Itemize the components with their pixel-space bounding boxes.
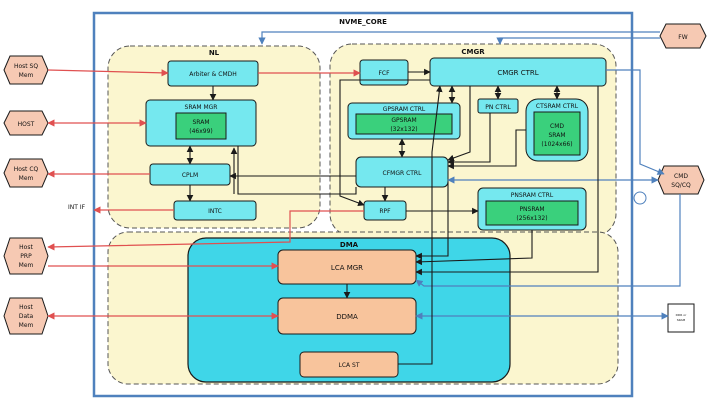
gpsram-32x132-block: [355, 113, 453, 135]
sram-46x99-line1: SRAM: [192, 119, 209, 126]
ddma-block: DDMA: [277, 297, 417, 335]
dma-region-label: DMA: [340, 241, 359, 249]
rpf-to-host-prp-arrow: [47, 210, 364, 251]
sram-mgr-label: SRAM MGR: [185, 104, 218, 111]
sram-mgr-to-cfmgr-arrow: [237, 146, 357, 195]
intc-block: INTC: [173, 200, 257, 221]
gpsram-line1: GPSRAM: [391, 117, 416, 124]
host-prp-mem-node: Host PRP Mem: [3, 237, 49, 275]
cmd-sqcq-junction: [633, 191, 647, 205]
host-prp-mem-line3: Mem: [19, 262, 34, 269]
fw-to-nl-arrow: [258, 31, 660, 45]
cmgr-ctrl-to-cfmgr-arrow: [447, 86, 471, 162]
lca-mgr-label: LCA MGR: [331, 264, 363, 272]
cmd-sram-block: [533, 111, 581, 156]
cmd-sqcq-node: CMD SQ/CQ: [657, 165, 705, 195]
fw-cmd-arrows: [258, 31, 681, 320]
nl-region-label: NL: [209, 49, 220, 57]
host-sq-mem-node: Host SQ Mem: [3, 55, 49, 85]
cfmgr-ctrl-block: CFMGR CTRL: [355, 156, 449, 188]
host-sq-to-arbiter-arrow: [47, 69, 169, 77]
host-data-mem-node: Host Data Mem: [3, 297, 49, 335]
ddr-sram-line1: DDR or: [676, 313, 687, 317]
cmgr-ctrl-to-cmd-sqcq-arrow: [606, 69, 665, 175]
host-label: HOST: [18, 121, 35, 128]
int-if-label: INT IF: [68, 204, 86, 211]
host-cq-mem-line1: Host CQ: [14, 166, 39, 173]
rpf-block: RPF: [363, 200, 407, 221]
intc-label: INTC: [208, 208, 222, 215]
sram-46x99-line2: (46x99): [189, 128, 213, 135]
cmd-sqcq-line1: CMD: [674, 173, 688, 180]
gpsram-ctrl-block: GPSRAM CTRL GPSRAM (32x132): [347, 102, 461, 140]
host-node: HOST: [3, 110, 49, 136]
cfmgr-ctrl-label: CFMGR CTRL: [383, 170, 423, 177]
cmgr-region-label: CMGR: [461, 48, 485, 56]
internal-arrows: [186, 68, 599, 365]
cmd-sram-line3: (1024x66): [541, 141, 572, 148]
pnsram-to-lca-mgr-arrow: [415, 230, 533, 266]
arbiter-cmdh-label: Arbiter & CMDH: [189, 71, 237, 78]
cmd-sram-line1: CMD: [550, 123, 564, 130]
cmd-sqcq-line2: SQ/CQ: [671, 182, 691, 189]
pnsram-line2: (256x132): [516, 215, 547, 222]
cmd-sqcq-to-lca-mgr-arrow: [415, 194, 681, 287]
host-data-mem-line1: Host: [19, 304, 33, 311]
gpsram-line2: (32x132): [390, 126, 417, 133]
cmgr-ctrl-to-lca-mgr-arrow: [415, 86, 599, 276]
sram-46x99-block: [175, 112, 227, 140]
cmgr-ctrl-label: CMGR CTRL: [497, 69, 538, 77]
pn-ctrl-label: PN CTRL: [485, 104, 511, 111]
pnsram-ctrl-block: PNSRAM CTRL PNSRAM (256x132): [477, 187, 587, 231]
fw-node: FW: [659, 23, 707, 49]
cmgr-ctrl-block: CMGR CTRL: [429, 57, 607, 87]
host-prp-mem-line1: Host: [19, 244, 33, 251]
ctsram-ctrl-block: CTSRAM CTRL CMD SRAM (1024x66): [525, 98, 589, 162]
fcf-block: FCF: [359, 59, 409, 86]
host-prp-mem-line2: PRP: [20, 253, 32, 260]
lca-st-to-cmgr-arrow: [398, 85, 443, 365]
lca-st-label: LCA ST: [338, 362, 359, 369]
cfmgr-to-lca-mgr-arrow: [415, 182, 449, 260]
pnsram-ctrl-label: PNSRAM CTRL: [511, 192, 554, 199]
host-cq-mem-node: Host CQ Mem: [3, 158, 49, 188]
pn-ctrl-to-cfmgr-arrow: [447, 113, 491, 166]
ddr-sram-node: DDR or SRAM: [667, 303, 695, 333]
cplm-label: CPLM: [182, 172, 198, 179]
ddr-sram-line2: SRAM: [677, 318, 686, 322]
host-data-mem-line2: Data: [19, 313, 34, 320]
host-arrows: [47, 69, 364, 320]
gpsram-ctrl-label: GPSRAM CTRL: [383, 106, 426, 113]
ddma-label: DDMA: [336, 313, 358, 321]
pnsram-256x132-block: [485, 200, 579, 226]
host-data-mem-line3: Mem: [19, 322, 34, 329]
host-sq-mem-line2: Mem: [19, 72, 34, 79]
ctsram-to-cfmgr-arrow: [447, 129, 526, 170]
nvme-core-title: NVME_CORE: [339, 18, 387, 26]
sram-mgr-block: SRAM MGR SRAM (46x99): [145, 99, 257, 147]
pnsram-line1: PNSRAM: [519, 206, 544, 213]
arbiter-cmdh-block: Arbiter & CMDH: [167, 60, 259, 87]
lca-st-block: LCA ST: [299, 351, 399, 378]
fcf-label: FCF: [378, 70, 390, 77]
cplm-block: CPLM: [149, 163, 231, 186]
pn-ctrl-block: PN CTRL: [477, 98, 519, 114]
cmgr-ctrl-to-rpf-arrow: [339, 79, 430, 207]
host-cq-mem-line2: Mem: [19, 175, 34, 182]
cmd-sram-line2: SRAM: [548, 132, 565, 139]
fw-label: FW: [678, 34, 687, 41]
lca-mgr-block: LCA MGR: [277, 249, 417, 285]
fw-to-cmgr-arrow: [496, 37, 660, 45]
ctsram-ctrl-label: CTSRAM CTRL: [536, 103, 579, 110]
host-sq-mem-line1: Host SQ: [14, 63, 38, 70]
rpf-label: RPF: [379, 208, 391, 215]
